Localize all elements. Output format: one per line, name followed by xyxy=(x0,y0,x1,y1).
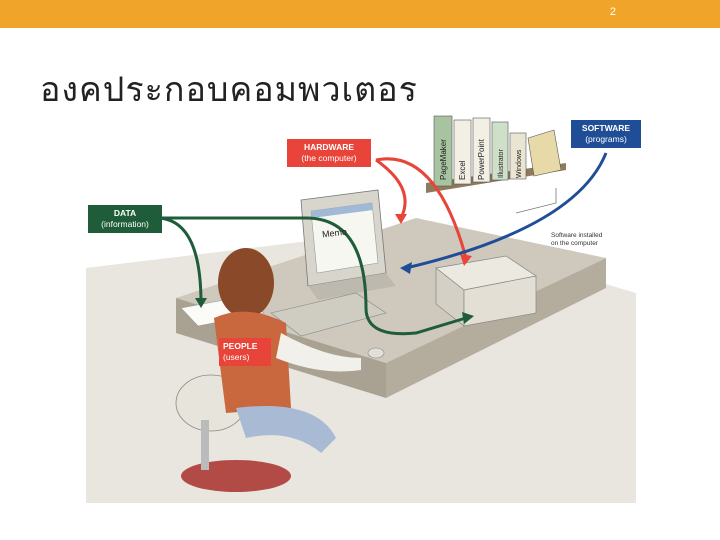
mouse-icon xyxy=(367,347,385,359)
hardware-label-title: HARDWARE xyxy=(303,142,355,152)
data-label-sub: (information) xyxy=(101,219,149,229)
software-pointer-line xyxy=(515,188,557,214)
hardware-label-sub: (the computer) xyxy=(301,153,357,163)
people-label-sub: (users) xyxy=(223,352,250,362)
printer-icon xyxy=(435,255,537,327)
book-label-illustrator: Illustrator xyxy=(498,149,505,178)
data-arrow-to-printer xyxy=(156,216,467,336)
desk-side xyxy=(386,258,606,398)
software-label: SOFTWARE (programs) xyxy=(571,120,641,148)
book-label-powerpoint: PowerPoint xyxy=(477,138,486,180)
book-label-windows: Windows xyxy=(516,149,523,178)
hardware-arrow-monitor xyxy=(375,158,407,219)
software-label-title: SOFTWARE xyxy=(581,123,631,133)
note-line-1: Software installed xyxy=(551,232,603,239)
hardware-arrow-printer xyxy=(375,157,468,259)
slide-number: 2 xyxy=(609,6,616,18)
top-accent-bar: 2 xyxy=(0,0,720,28)
note-line-2: on the computer xyxy=(551,240,598,247)
data-label-title: DATA xyxy=(113,208,137,218)
book-label-pagemaker: PageMaker xyxy=(439,139,448,180)
keyboard-icon xyxy=(270,292,387,337)
hardware-label: HARDWARE (the computer) xyxy=(287,139,371,167)
data-label: DATA (information) xyxy=(88,205,162,233)
slide-title: องคประกอบคอมพวเตอร xyxy=(40,70,418,110)
data-arrow-to-desk xyxy=(155,216,203,304)
people-label-title: PEOPLE xyxy=(223,341,258,351)
person-icon xyxy=(214,248,361,453)
people-label: PEOPLE (users) xyxy=(219,338,271,366)
software-arrow xyxy=(405,152,608,270)
software-installed-note: Software installed on the computer xyxy=(551,232,602,248)
computer-components-illustration: PageMaker Excel PowerPoint Illustrator W… xyxy=(86,115,636,503)
bookshelf-icon: PageMaker Excel PowerPoint Illustrator W… xyxy=(426,115,566,193)
software-label-sub: (programs) xyxy=(585,134,627,144)
book-label-excel: Excel xyxy=(458,160,467,180)
monitor-icon xyxy=(300,189,396,300)
